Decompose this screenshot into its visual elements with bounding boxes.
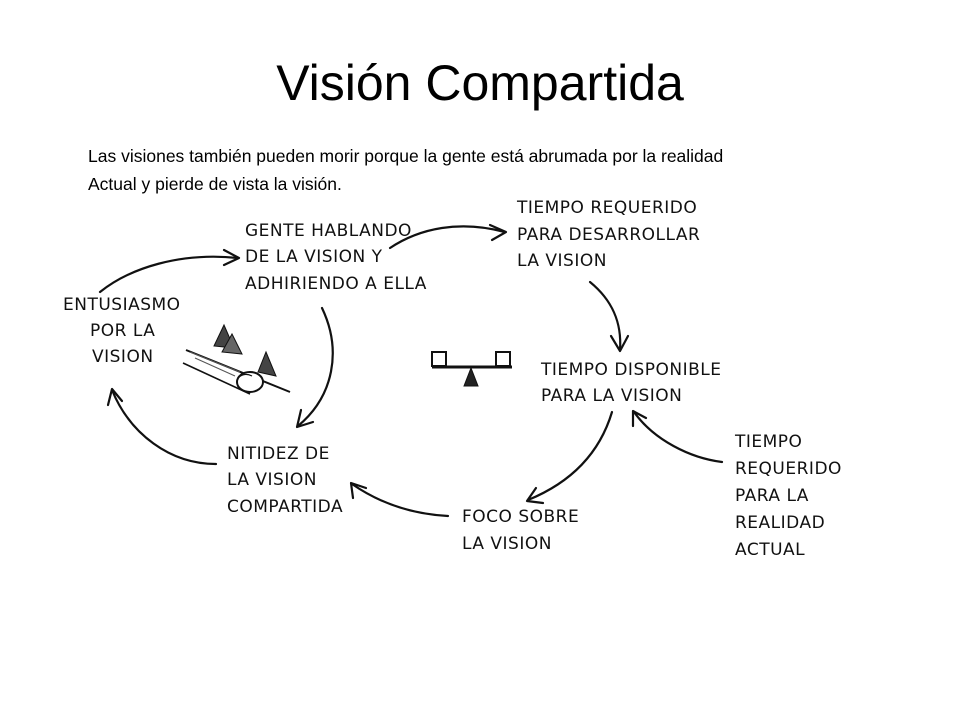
node-gente-line-3: ADHIRIENDO A ELLA <box>245 274 427 294</box>
node-tiempo-disponible: TIEMPO DISPONIBLE PARA LA VISION <box>540 360 721 406</box>
node-tiempo-requerido: TIEMPO REQUERIDO PARA DESARROLLAR LA VIS… <box>516 198 700 271</box>
node-realidad-line-3: PARA LA <box>735 486 809 506</box>
arrow-realidad-to-disponible <box>631 409 724 464</box>
node-tiempo-requerido-line-3: LA VISION <box>517 251 607 271</box>
node-gente-hablando: GENTE HABLANDO DE LA VISION Y ADHIRIENDO… <box>245 221 427 294</box>
node-entusiasmo-line-3: VISION <box>92 347 154 367</box>
node-nitidez-line-2: LA VISION <box>227 470 317 490</box>
node-foco-line-2: LA VISION <box>462 534 552 554</box>
node-tiempo-requerido-line-1: TIEMPO REQUERIDO <box>516 198 697 218</box>
arrow-gente-to-tiempo-requerido <box>388 223 508 250</box>
node-realidad-actual: TIEMPO REQUERIDO PARA LA REALIDAD ACTUAL <box>734 432 842 560</box>
node-entusiasmo: ENTUSIASMO POR LA VISION <box>63 295 181 367</box>
arrow-nitidez-to-entusiasmo <box>106 387 218 466</box>
node-realidad-line-1: TIEMPO <box>734 432 802 452</box>
node-nitidez-line-1: NITIDEZ DE <box>227 444 330 464</box>
node-entusiasmo-line-1: ENTUSIASMO <box>63 295 181 315</box>
node-entusiasmo-line-2: POR LA <box>90 321 155 341</box>
node-gente-line-1: GENTE HABLANDO <box>245 221 412 241</box>
node-realidad-line-2: REQUERIDO <box>735 459 842 479</box>
page-title: Visión Compartida <box>276 55 684 111</box>
arrow-gente-to-nitidez <box>295 306 334 429</box>
node-realidad-line-5: ACTUAL <box>735 540 805 560</box>
arrow-disponible-to-foco <box>525 410 614 505</box>
subtitle-line-1: Las visiones también pueden morir porque… <box>88 146 724 166</box>
snowball-icon <box>182 323 291 395</box>
subtitle: Las visiones también pueden morir porque… <box>88 142 953 198</box>
balance-scale-icon <box>431 351 512 387</box>
node-tiempo-disponible-line-1: TIEMPO DISPONIBLE <box>540 360 721 380</box>
node-gente-line-2: DE LA VISION Y <box>245 247 383 267</box>
arrow-tiempo-requerido-to-disponible <box>588 280 630 353</box>
node-nitidez-line-3: COMPARTIDA <box>227 497 343 517</box>
node-foco: FOCO SOBRE LA VISION <box>462 507 579 554</box>
node-tiempo-disponible-line-2: PARA LA VISION <box>541 386 682 406</box>
node-nitidez: NITIDEZ DE LA VISION COMPARTIDA <box>227 444 343 517</box>
arrow-foco-to-nitidez <box>349 481 450 518</box>
node-foco-line-1: FOCO SOBRE <box>462 507 579 527</box>
node-realidad-line-4: REALIDAD <box>735 513 825 533</box>
arrow-entusiasmo-to-gente <box>98 248 241 294</box>
subtitle-line-2: Actual y pierde de vista la visión. <box>88 174 342 194</box>
node-tiempo-requerido-line-2: PARA DESARROLLAR <box>517 225 700 245</box>
